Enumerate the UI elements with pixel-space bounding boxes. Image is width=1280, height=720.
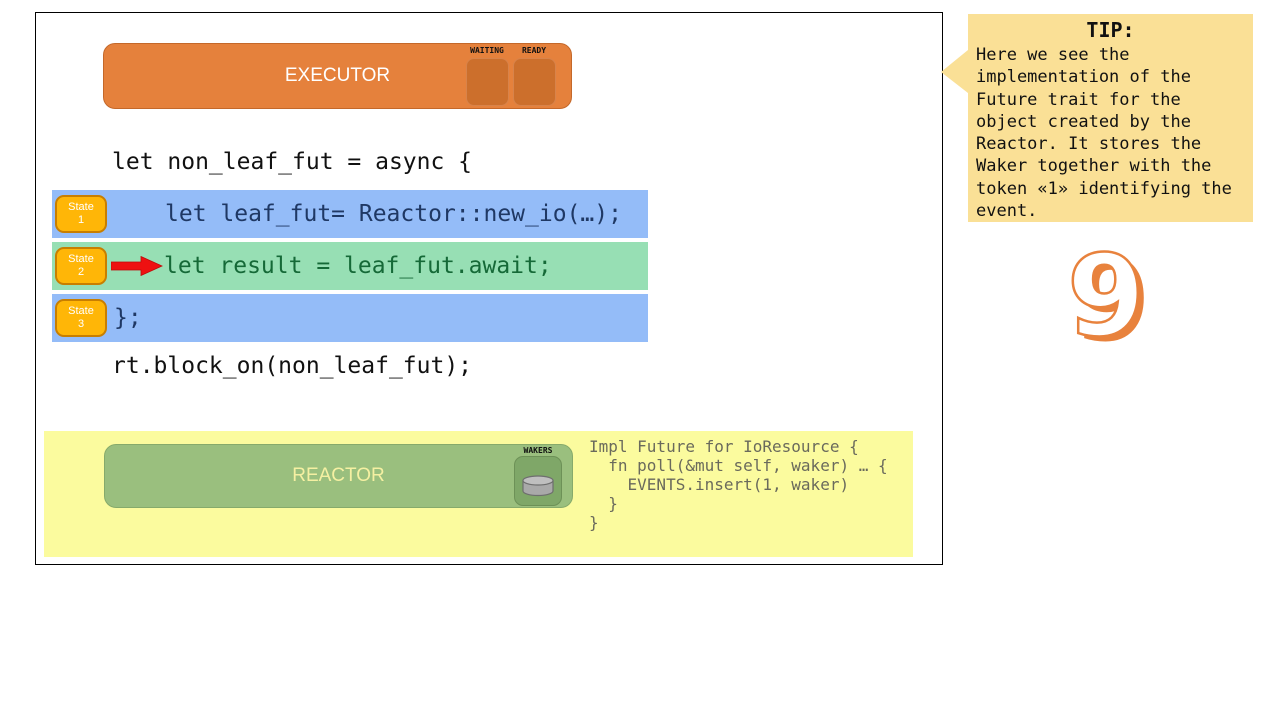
state-2-code: let result = leaf_fut.await; <box>164 253 552 279</box>
state-row-2: State 2 let result = leaf_fut.await; <box>52 242 648 290</box>
slide-frame: EXECUTOR WAITING READY let non_leaf_fut … <box>35 12 943 565</box>
state-1-badge-number: 1 <box>77 214 85 226</box>
executor-waiting-queue: WAITING <box>464 46 510 106</box>
state-3-badge-number: 3 <box>77 318 85 330</box>
state-1-badge-word: State <box>68 201 94 213</box>
current-line-arrow-icon <box>110 255 163 277</box>
reactor-impl-code: Impl Future for IoResource { fn poll(&mu… <box>589 437 888 532</box>
waiting-queue-slot <box>465 58 509 106</box>
executor-title: EXECUTOR <box>284 65 391 86</box>
state-3-badge-word: State <box>68 305 94 317</box>
state-1-code: let leaf_fut= Reactor::new_io(…); <box>165 201 622 227</box>
slide-number-shadow: 9 <box>1073 237 1151 367</box>
reactor-wakers: WAKERS <box>511 445 565 506</box>
slide-number: 9 9 <box>1040 231 1190 376</box>
state-1-badge: State 1 <box>55 195 107 233</box>
reactor-title: REACTOR <box>292 465 385 486</box>
state-3-code: }; <box>114 305 142 331</box>
reactor-area: REACTOR WAKERS Impl Future for IoResourc… <box>44 431 913 557</box>
database-cylinder-icon <box>520 475 556 501</box>
code-line-async-open: let non_leaf_fut = async { <box>112 149 473 175</box>
tip-body-text: Here we see the implementation of the Fu… <box>976 45 1232 222</box>
ready-queue-label: READY <box>521 46 547 55</box>
state-2-badge-number: 2 <box>77 266 85 278</box>
wakers-box <box>514 456 562 506</box>
code-line-block-on: rt.block_on(non_leaf_fut); <box>112 353 473 379</box>
slide-number-glyph: 9 <box>1067 232 1145 362</box>
tip-title: TIP: <box>1086 18 1135 42</box>
state-3-badge: State 3 <box>55 299 107 337</box>
executor-ready-queue: READY <box>511 46 557 106</box>
tip-bubble-tail <box>941 50 968 93</box>
tip-bubble: TIP: Here we see the implementation of t… <box>968 14 1253 222</box>
wakers-label: WAKERS <box>523 446 553 455</box>
state-row-3: State 3 }; <box>52 294 648 342</box>
state-2-badge: State 2 <box>55 247 107 285</box>
state-2-badge-word: State <box>68 253 94 265</box>
state-row-1: State 1 let leaf_fut= Reactor::new_io(…)… <box>52 190 648 238</box>
reactor-box: REACTOR WAKERS <box>104 444 573 508</box>
waiting-queue-label: WAITING <box>470 46 504 55</box>
executor-box: EXECUTOR WAITING READY <box>103 43 572 109</box>
ready-queue-slot <box>512 58 556 106</box>
